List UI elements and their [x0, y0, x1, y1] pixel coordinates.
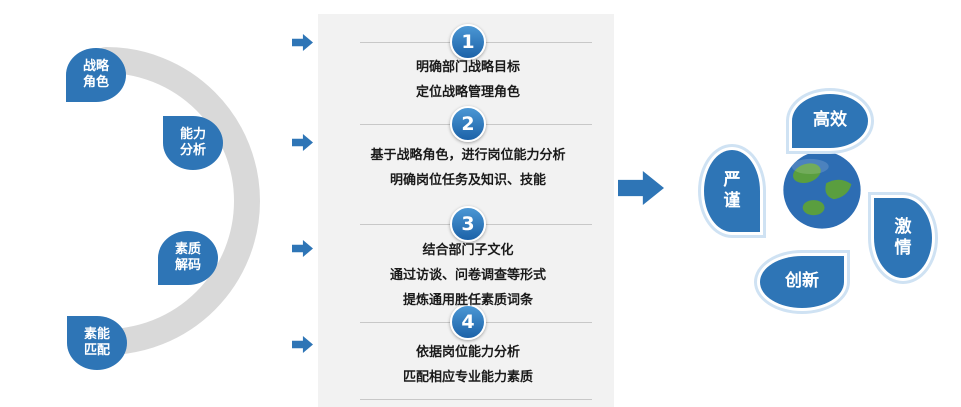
stage-blob-competency-matching: 素能 匹配 — [67, 316, 127, 370]
step-line: 依据岗位能力分析 — [415, 345, 520, 360]
step-description: 明确部门战略目标 定位战略管理角色 — [328, 55, 608, 105]
step-line: 定位战略管理角色 — [415, 85, 520, 100]
stage-label: 素能 匹配 — [83, 327, 110, 358]
step-number-badge: 2 — [450, 106, 486, 142]
step-divider — [360, 399, 592, 400]
step-line: 结合部门子文化 — [422, 243, 514, 258]
globe-icon — [783, 151, 861, 229]
step-description: 基于战略角色，进行岗位能力分析 明确岗位任务及知识、技能 — [328, 143, 608, 193]
stage-blob-capability-analysis: 能力 分析 — [163, 116, 223, 170]
value-label: 严 谨 — [723, 169, 741, 211]
step-line: 基于战略角色，进行岗位能力分析 — [370, 148, 566, 163]
stage-label: 战略 角色 — [82, 59, 109, 90]
value-petal-efficiency: 高效 — [792, 94, 868, 148]
step-number-badge: 4 — [450, 304, 486, 340]
value-label: 高效 — [813, 110, 847, 131]
value-petal-innovation: 创新 — [760, 256, 844, 308]
arrow-right-icon — [292, 134, 313, 151]
cycle-arc-icon — [93, 47, 260, 355]
arrow-right-icon — [292, 240, 313, 257]
step-line: 通过访谈、问卷调查等形式 — [389, 268, 546, 283]
value-label: 激 情 — [894, 216, 912, 258]
step-line: 明确岗位任务及知识、技能 — [389, 173, 546, 188]
stage-label: 素质 解码 — [174, 242, 201, 273]
value-petal-rigor: 严 谨 — [704, 150, 760, 232]
step-line: 明确部门战略目标 — [415, 60, 520, 75]
step-number-badge: 1 — [450, 24, 486, 60]
step-description: 依据岗位能力分析 匹配相应专业能力素质 — [328, 340, 608, 390]
value-label: 创新 — [785, 271, 819, 292]
step-line: 匹配相应专业能力素质 — [402, 370, 533, 385]
flow-arrow-icon — [618, 171, 664, 205]
step-number-badge: 3 — [450, 206, 486, 242]
stage-blob-quality-decoding: 素质 解码 — [158, 231, 218, 285]
stage-label: 能力 分析 — [179, 127, 206, 158]
arrow-right-icon — [292, 336, 313, 353]
arrow-right-icon — [292, 34, 313, 51]
stage-blob-strategy-role: 战略 角色 — [66, 48, 126, 102]
step-line: 提炼通用胜任素质词条 — [402, 293, 533, 308]
value-petal-passion: 激 情 — [874, 198, 932, 278]
step-description: 结合部门子文化 通过访谈、问卷调查等形式 提炼通用胜任素质词条 — [328, 238, 608, 313]
